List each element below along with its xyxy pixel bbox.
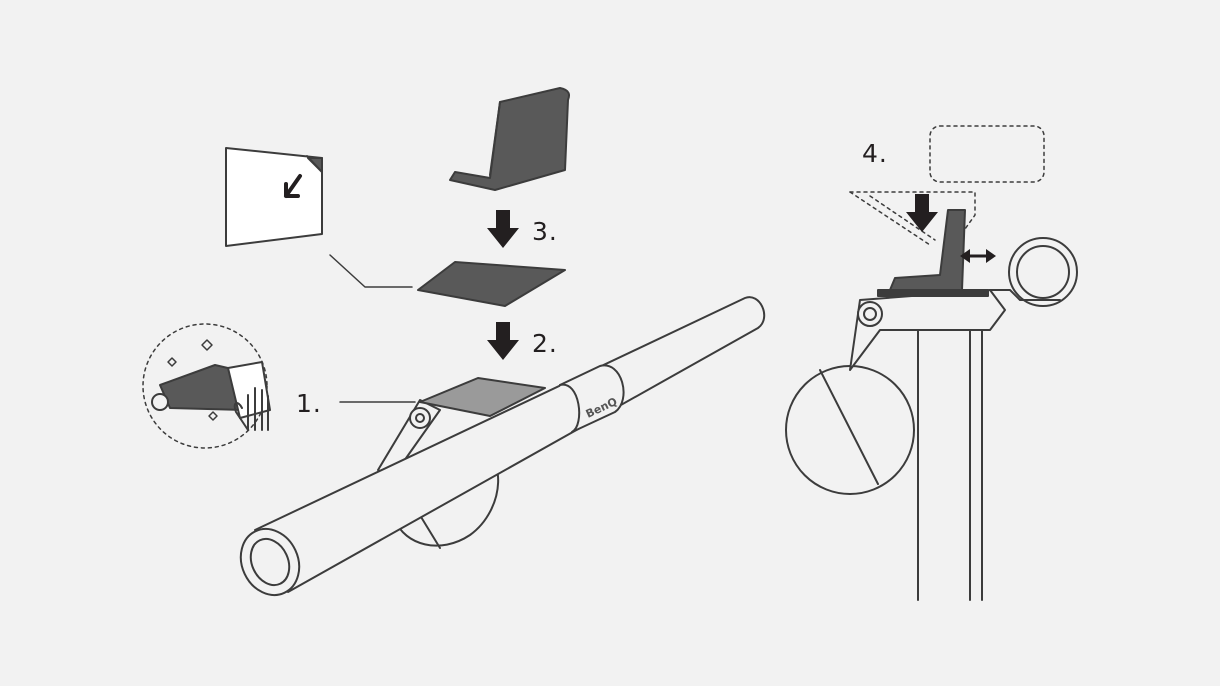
down-arrow-icon bbox=[487, 194, 938, 360]
step-2-label: 2. bbox=[532, 329, 558, 358]
double-arrow-icon bbox=[960, 249, 996, 263]
sparkle-icon bbox=[167, 339, 218, 421]
adhesive-pad-installed bbox=[419, 377, 546, 417]
sticker-sheet-icon bbox=[225, 147, 323, 247]
step-4-label: 4. bbox=[862, 139, 888, 168]
step-1-label: 1. bbox=[296, 389, 322, 418]
pad-icon bbox=[417, 261, 566, 307]
mounted-side-view bbox=[785, 125, 1078, 601]
stand-bracket-icon bbox=[449, 87, 570, 191]
cleaning-hand-icon bbox=[233, 387, 269, 431]
cleaning-inset bbox=[142, 323, 271, 449]
step-3-label: 3. bbox=[532, 217, 558, 246]
monitor-light-bar: BenQ bbox=[239, 296, 765, 597]
